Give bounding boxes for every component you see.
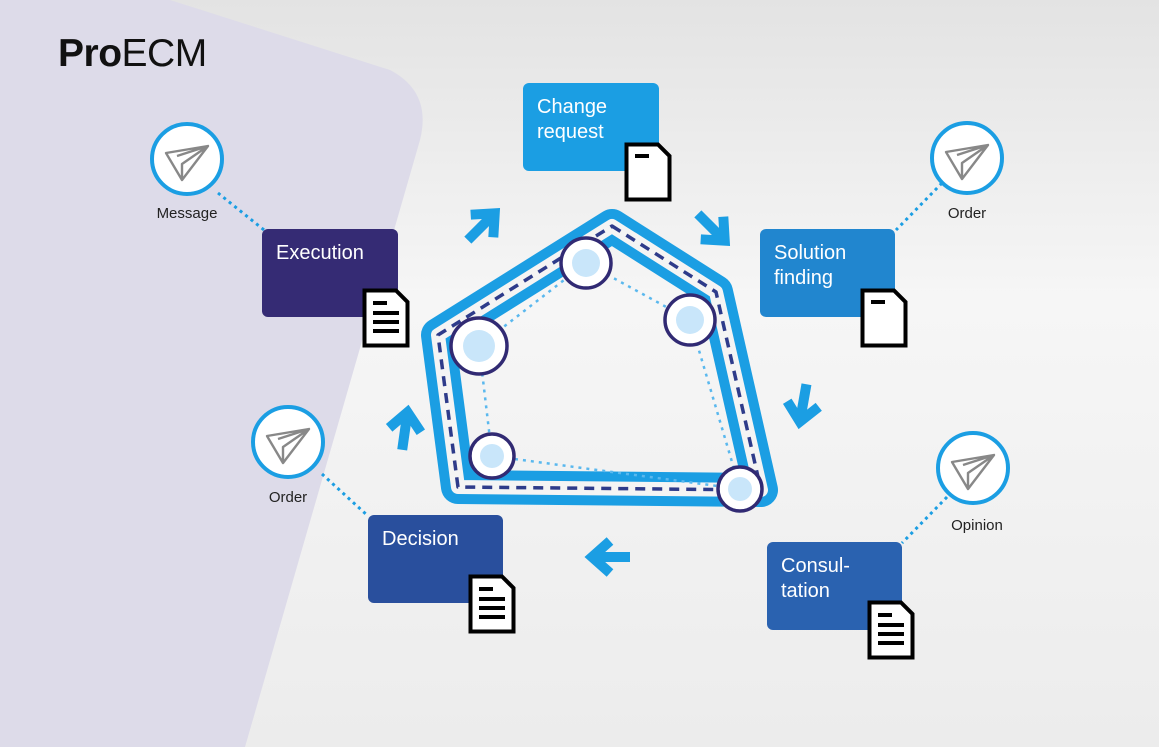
label-order-right: Order xyxy=(947,205,987,222)
paper-plane-icon xyxy=(150,122,224,196)
order-left-connector xyxy=(320,472,370,518)
arrow-icon xyxy=(782,383,822,430)
document-lines-icon xyxy=(468,574,516,634)
background-panel xyxy=(0,0,423,747)
node-consultation xyxy=(716,465,764,513)
document-blank-icon xyxy=(860,288,908,348)
message-connector xyxy=(217,191,265,232)
step-execution: Execution xyxy=(262,229,398,317)
arrow-icon xyxy=(694,210,731,247)
label-opinion: Opinion xyxy=(951,517,1003,534)
node-execution xyxy=(449,316,509,376)
logo-light: ECM xyxy=(121,32,208,75)
paper-plane-icon xyxy=(936,431,1010,505)
arrow-icon xyxy=(464,207,501,244)
document-lines-icon xyxy=(362,288,410,348)
arrow-icon xyxy=(385,404,426,451)
cycle-ring-dashed xyxy=(436,224,763,492)
label-order-left: Order xyxy=(268,489,308,506)
document-lines-icon xyxy=(867,600,915,660)
cycle-nodes xyxy=(449,236,764,513)
proecm-logo: ProECM xyxy=(58,32,207,76)
node-solution xyxy=(663,293,717,347)
node-change xyxy=(559,236,613,290)
logo-bold: Pro xyxy=(58,32,122,75)
step-solution-finding: Solution finding xyxy=(760,229,895,317)
node-decision xyxy=(468,432,516,480)
label-message: Message xyxy=(156,205,218,222)
arrow-icon xyxy=(584,537,630,577)
paper-plane-icon xyxy=(251,405,325,479)
paper-plane-icon xyxy=(930,121,1004,195)
document-blank-icon xyxy=(624,142,672,202)
